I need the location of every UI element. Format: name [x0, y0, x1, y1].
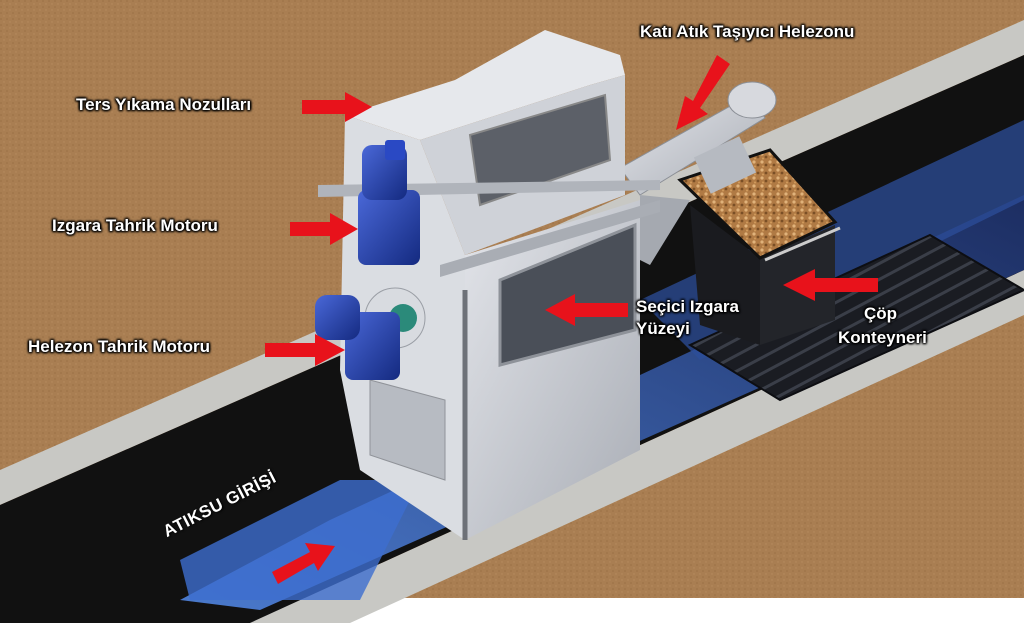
discharge-chute [693, 136, 757, 194]
lower-opening [369, 379, 446, 481]
grating-platform [687, 233, 1024, 402]
label-container-2: Konteyneri [838, 328, 927, 347]
support-rail-lower [440, 200, 660, 277]
arrow-backwash-nozzles [302, 92, 372, 122]
machine-hood-top [345, 30, 625, 140]
label-screen-surface-2: Yüzeyi [636, 319, 690, 338]
label-screw-drive-motor: Helezon Tahrik Motoru [28, 337, 210, 356]
hood-window [468, 93, 612, 207]
arrow-screw-drive-motor [265, 334, 345, 366]
screw-drive-motor-shape [315, 287, 426, 380]
arrow-container [783, 269, 878, 301]
label-screen-drive-motor: Izgara Tahrik Motoru [52, 216, 218, 235]
screen-surface-window [498, 222, 637, 367]
arrow-solid-waste-screw [676, 55, 730, 130]
screw-tube-end [727, 81, 777, 119]
inlet-water [180, 480, 420, 600]
label-solid-waste-screw: Katı Atık Taşıyıcı Helezonu [640, 22, 855, 41]
container-front [690, 205, 760, 345]
arrow-screen-drive-motor [290, 213, 358, 245]
label-backwash-nozzles: Ters Yıkama Nozulları [76, 95, 252, 114]
screen-drive-motor-shape [358, 140, 420, 265]
arrow-screen-surface [545, 294, 628, 326]
arrow-inlet [272, 543, 335, 584]
label-container-1: Çöp [864, 304, 898, 323]
label-screen-surface-1: Seçici Izgara [636, 297, 740, 316]
container-handle [764, 226, 841, 262]
